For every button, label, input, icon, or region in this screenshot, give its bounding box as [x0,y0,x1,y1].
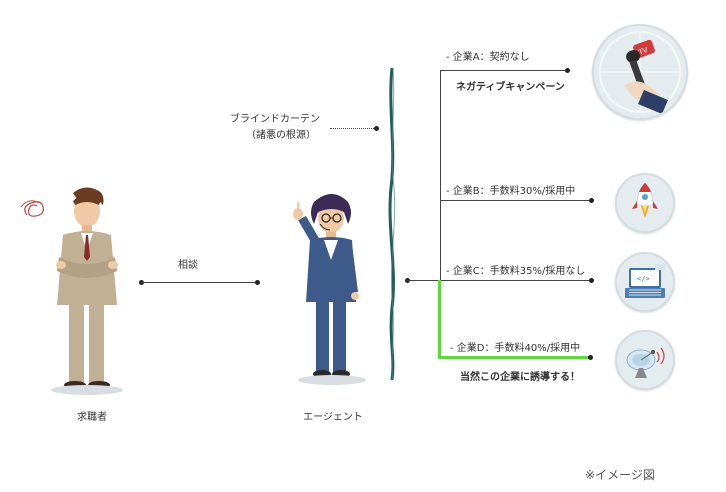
tv-microphone-icon: TV [599,31,681,114]
curtain-pointer-line [330,128,376,129]
branch-c [440,280,590,281]
company-a-label: - 企業A：契約なし [446,52,530,63]
company-b-icon-wrapper [615,173,675,233]
branch-d-dot [588,355,593,360]
job-seeker-label: 求職者 [77,412,107,423]
tree-trunk [440,70,441,281]
branch-a-dot [565,68,570,73]
company-c-label: - 企業C：手数料35%/採用なし [446,266,586,277]
branch-a [440,70,566,71]
blind-curtain [388,68,396,380]
branch-b [440,200,590,201]
agent-illustration [293,194,366,385]
company-a-note: ネガティブキャンペーン [456,82,565,93]
consult-dot-right [255,280,260,285]
satellite-dish-icon [626,347,665,378]
company-a-icon-wrapper: TV [592,24,688,120]
highlight-path-vertical [438,280,441,358]
curtain-label-line1: ブラインドカーテン [230,114,320,125]
rocket-icon [632,182,658,218]
company-d-icon-wrapper [615,330,675,390]
curtain-pointer-dot [374,126,379,131]
job-seeker-illustration [20,187,123,395]
branch-c-dot [589,278,594,283]
laptop-code-icon: </> [625,264,665,298]
company-d-label: - 企業D：手数料40%/採用中 [450,343,581,354]
company-b-label: - 企業B：手数料30%/採用中 [446,186,576,197]
stress-scribble-icon [20,200,44,217]
image-note: ※イメージ図 [585,468,655,482]
agent-label: エージェント [303,412,363,423]
consult-line [141,282,257,283]
company-c-icon-wrapper: </> [615,252,675,312]
svg-text:TV: TV [637,46,649,57]
svg-text:</>: </> [637,275,650,283]
curtain-label-line2: （諸悪の根源） [246,130,316,141]
consult-label: 相談 [178,260,198,271]
branch-b-dot [589,198,594,203]
company-d-note: 当然この企業に誘導する！ [460,372,580,383]
highlight-path-horizontal [438,356,590,359]
tree-stem [407,280,440,281]
